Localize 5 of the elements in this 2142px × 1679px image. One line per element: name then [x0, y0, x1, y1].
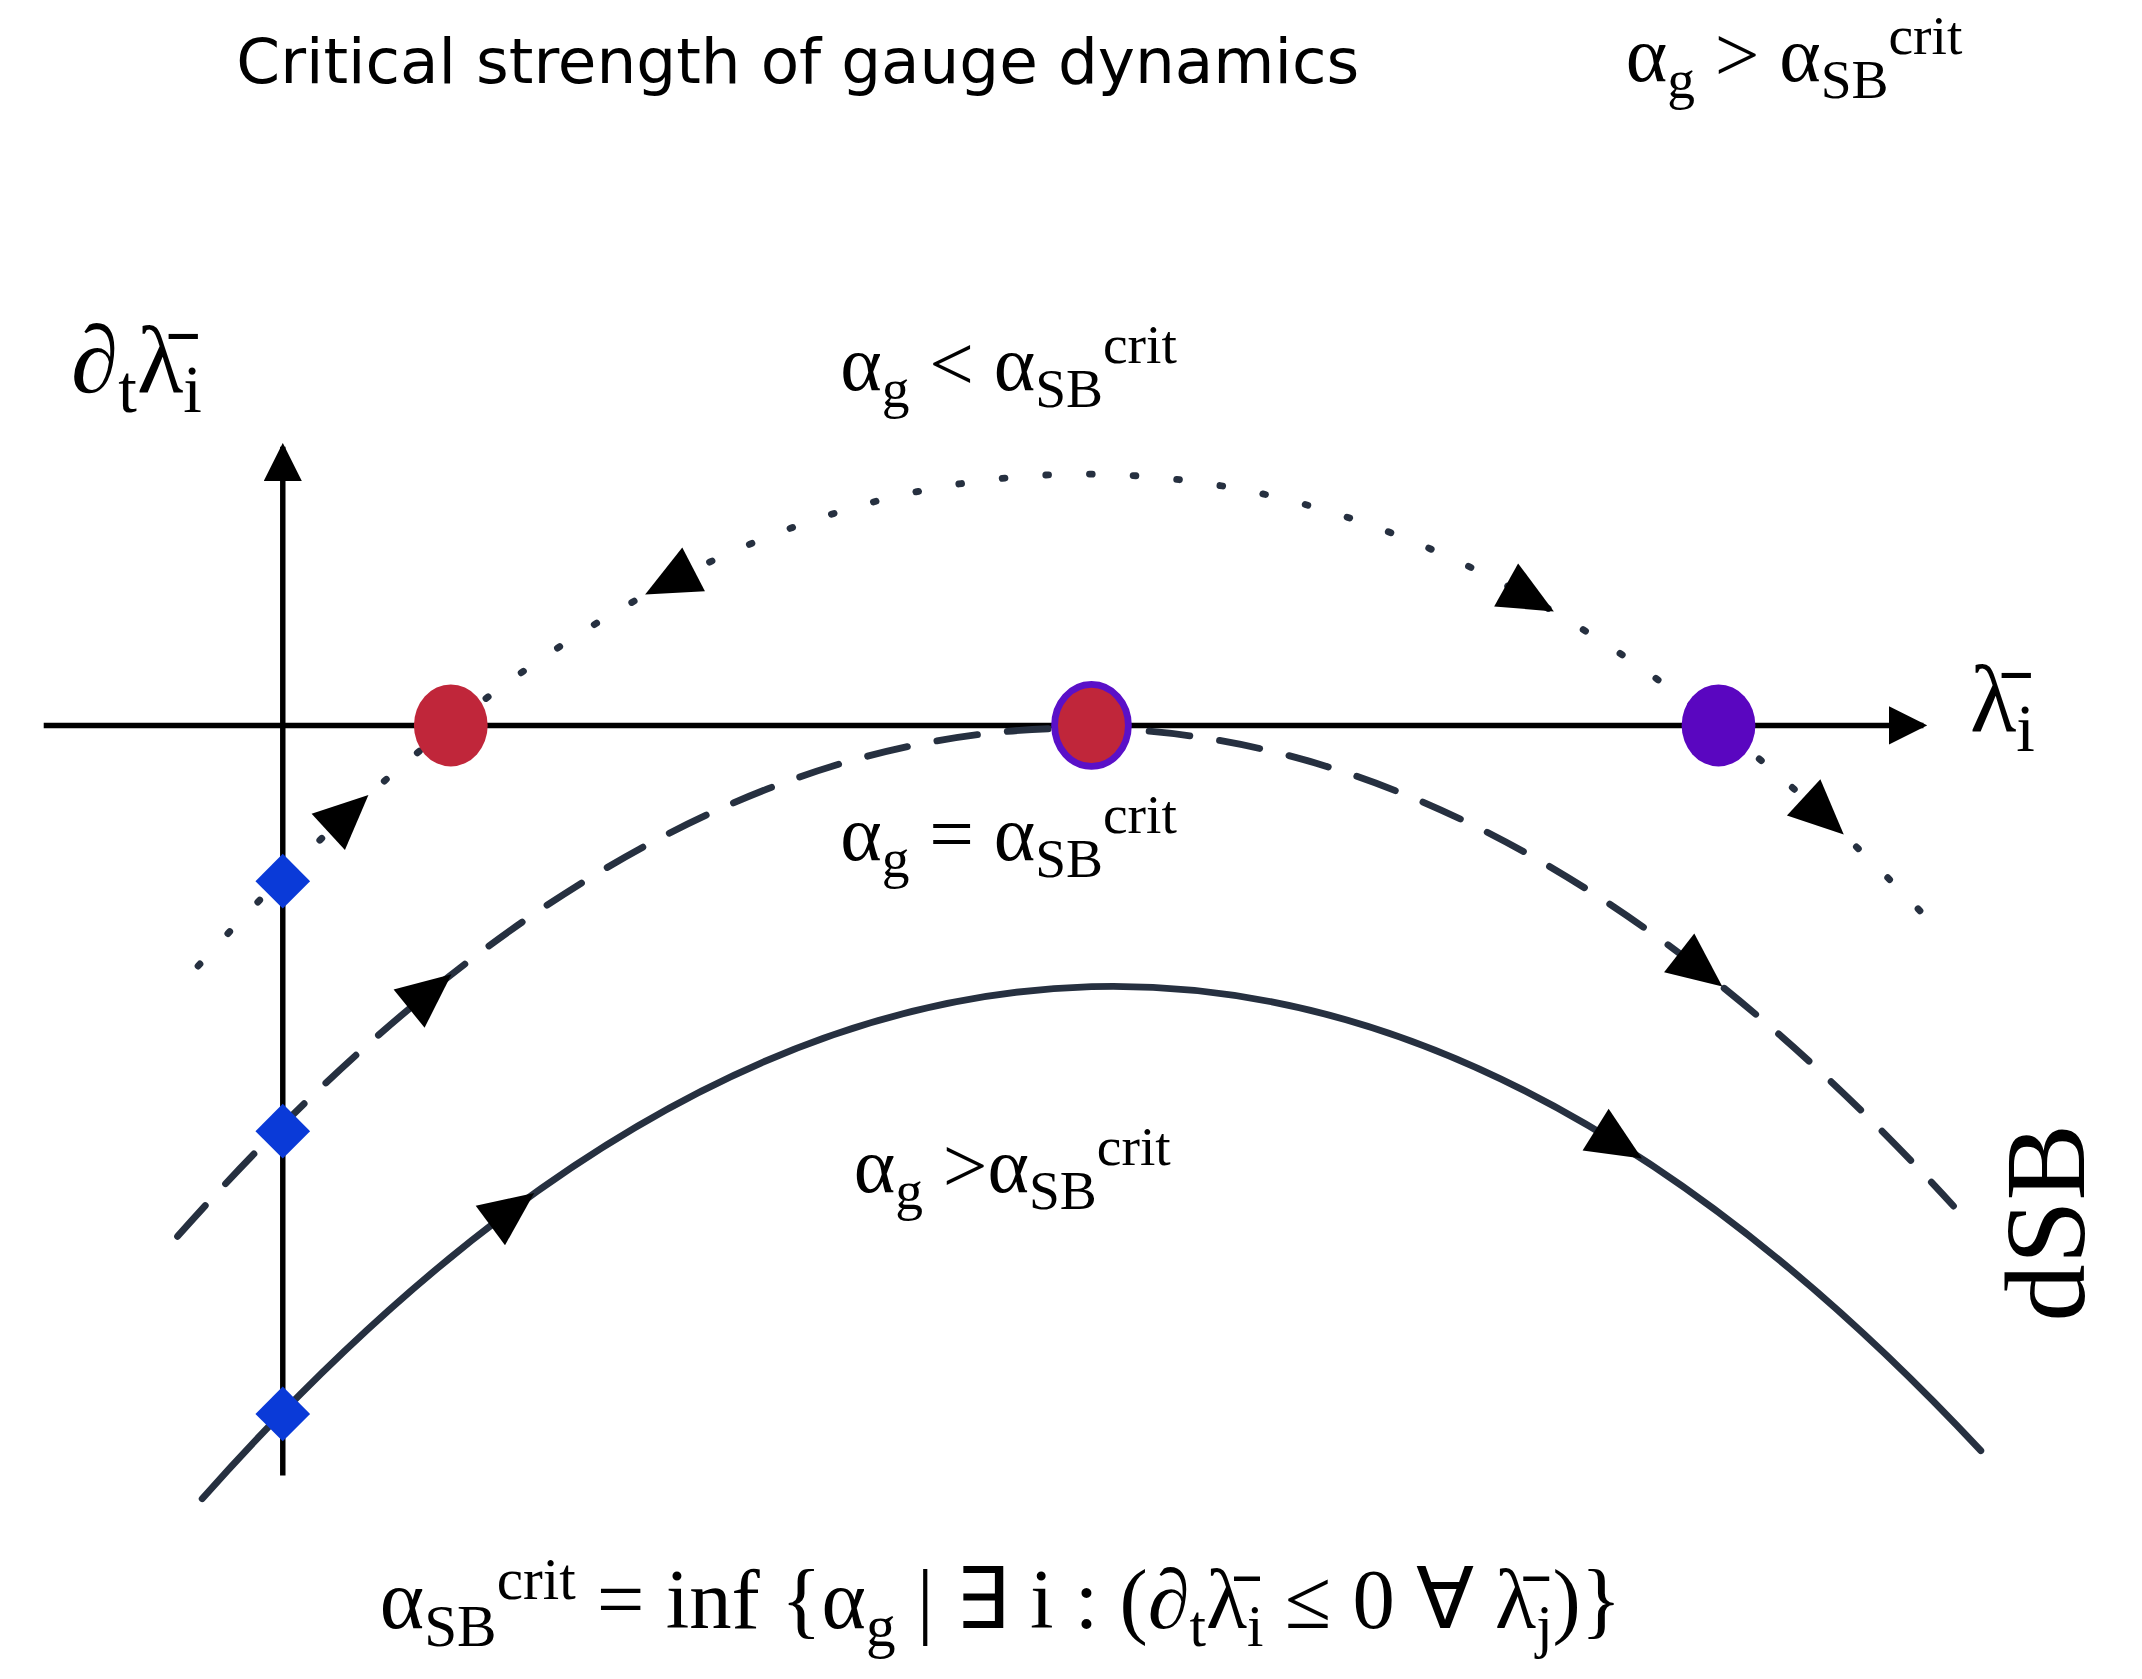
- regime-label: dSB: [1980, 1124, 2110, 1323]
- y-axis-label: ∂$_{t}$λ̄$_{i}$: [71, 306, 202, 429]
- definition-formula: α$_{SB}$$^{crit}$ = inf {α$_{g}$ | ∃ i : (∂$_{t}$λ̄$_{i}$ ≤ 0 ∀ λ̄$_{j}$)}: [379, 1544, 1622, 1661]
- title: Critical strength of gauge dynamics: [236, 24, 1360, 98]
- x-axis-label: λ̄$_{i}$: [1969, 645, 2035, 768]
